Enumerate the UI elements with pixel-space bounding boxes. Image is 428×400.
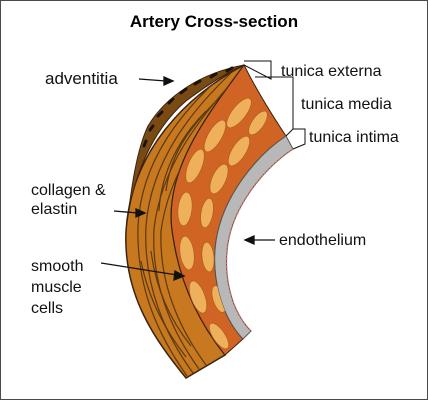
tunica-intima-layer	[214, 135, 294, 340]
endothelium-edge	[225, 148, 294, 332]
label-tunica-media: tunica media	[301, 96, 392, 113]
label-tunica-intima: tunica intima	[309, 129, 399, 146]
label-adventitia: adventitia	[45, 69, 118, 88]
label-tunica-externa: tunica externa	[281, 63, 382, 80]
label-smooth-muscle-cells: smooth muscle cells	[31, 258, 84, 317]
label-arrows	[100, 75, 275, 282]
adventitia-fiber-dashes	[142, 66, 234, 148]
tunica-brackets	[243, 60, 306, 150]
label-collagen-elastin: collagen & elastin	[31, 182, 106, 218]
diagram-title: Artery Cross-section	[129, 12, 299, 31]
label-endothelium: endothelium	[279, 232, 367, 249]
smooth-muscle-cells	[177, 97, 268, 350]
adventitia-layer	[125, 64, 245, 232]
